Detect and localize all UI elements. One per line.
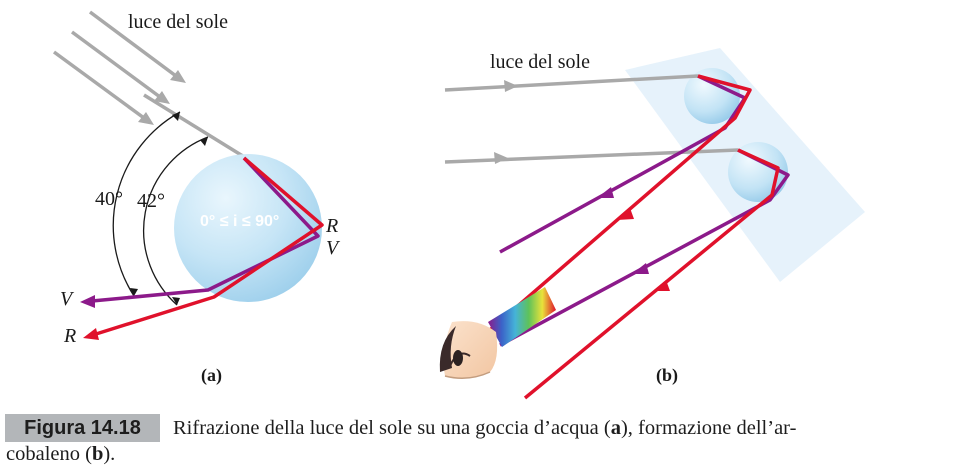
caption-text-1b: ), formazione dell’ar- [620,417,797,439]
sunlight-rays-a [52,10,247,160]
caption-text-2a: cobaleno ( [6,443,92,465]
red-exit-label: R [325,215,338,237]
angle-arc-40 [112,111,181,297]
red-arrowhead-a [83,328,99,340]
rainbow-refraction-diagram: luce del sole 40° 42° 0° ≤ i ≤ 90° R V V… [52,10,865,400]
observer-eye-icon [439,321,498,379]
figure-caption: Figura 14.18 Rifrazione della luce del s… [0,404,961,476]
sunlight-arrowheads-a [138,70,186,125]
figure-number-badge: Figura 14.18 [5,414,160,442]
caption-bold-a: a [610,417,621,439]
rainbow-spectrum [488,287,556,347]
sunlight-label-b: luce del sole [490,51,590,73]
violet-arrowhead-a [80,295,95,308]
incidence-angle-label: 0° ≤ i ≤ 90° [200,213,279,230]
angle-42-label: 42° [137,190,165,212]
angle-arc-42 [143,136,209,306]
red-ray-upper [488,74,752,332]
caption-bold-b: b [91,443,104,465]
panel-b: luce del sole (b) [439,48,865,400]
sunlight-label-a: luce del sole [128,11,228,33]
caption-text-2b: ). [103,443,116,465]
sunlight-rays-b [444,74,739,164]
red-out-label: R [63,325,76,347]
caption-text-1a: Rifrazione della luce del sole su una go… [173,417,611,439]
panel-a-tag: (a) [201,365,222,386]
caption-line-1: Rifrazione della luce del sole su una go… [173,415,955,441]
violet-exit-label: V [326,237,341,259]
sunlight-arrowheads-b [494,80,518,164]
red-ray-a [95,156,324,336]
caption-line-2: cobaleno (b). [6,441,115,467]
panel-a: luce del sole 40° 42° 0° ≤ i ≤ 90° R V V… [52,10,341,386]
violet-out-label: V [60,288,75,310]
angle-40-label: 40° [95,188,123,210]
red-ray-lower [523,148,780,400]
panel-b-tag: (b) [656,365,678,386]
violet-ray-upper [499,74,747,254]
